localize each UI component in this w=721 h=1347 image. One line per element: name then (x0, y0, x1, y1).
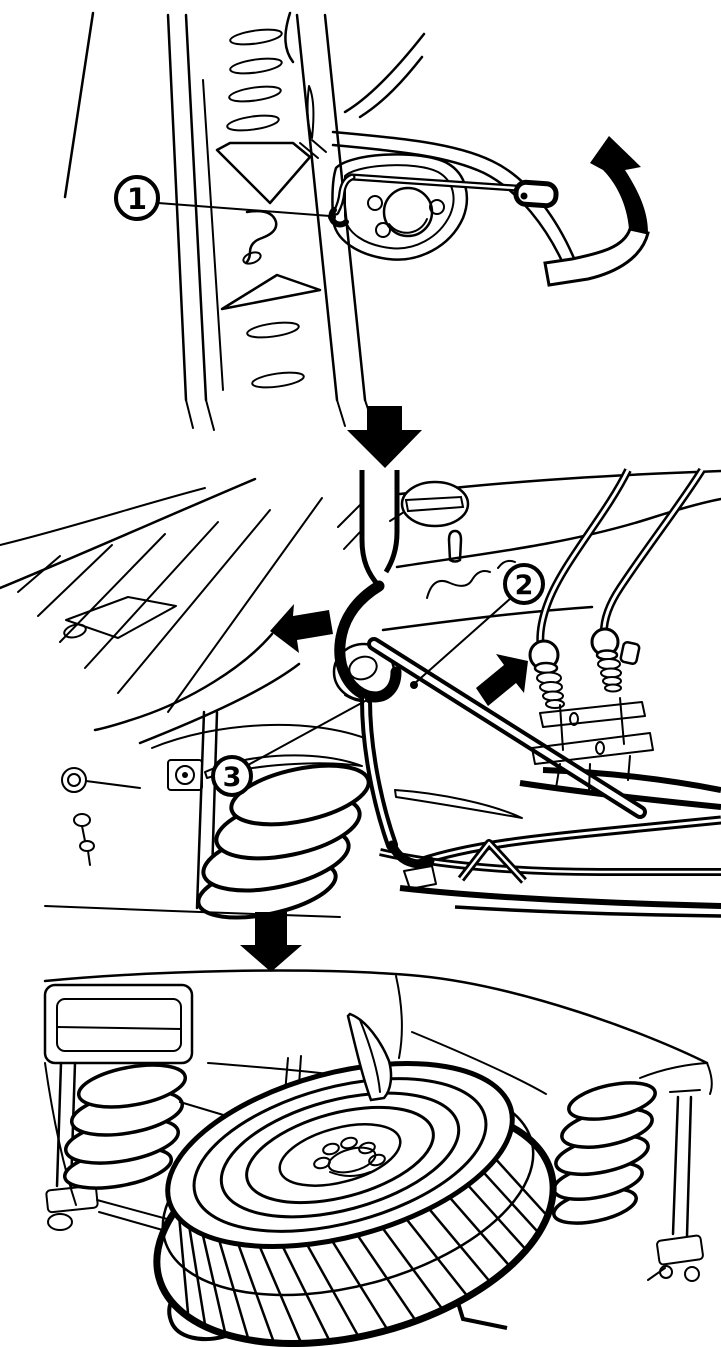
body-sill-rail (63, 11, 374, 431)
callout-2-target-dot (410, 681, 418, 689)
callout-3-circle (211, 755, 253, 797)
rotate-counterclockwise-arrow-icon (543, 136, 650, 287)
spare-carrier-rod (367, 637, 647, 819)
callout-2-circle (503, 563, 545, 605)
callout-1-target-dot (328, 213, 336, 221)
hatch-opening-curves (284, 11, 580, 272)
callout-2: 2 (410, 563, 545, 689)
step-2-panel: 2 3 (0, 467, 721, 920)
wheel-hub (313, 1136, 386, 1177)
callout-2-label: 2 (515, 570, 534, 601)
down-arrow-connector-1 (347, 406, 422, 468)
step-3-panel (43, 969, 713, 1347)
rear-bumper (43, 983, 194, 1065)
wrench-socket-end (328, 207, 349, 228)
wrench-handle-grip (513, 179, 559, 209)
winch-tube-and-hanger (332, 470, 470, 890)
cable-equalizer-bracket (531, 697, 654, 791)
left-coil-spring (62, 1063, 188, 1190)
callout-3-target-dot (365, 695, 373, 703)
floor-pan-hatching (0, 477, 361, 713)
hanger-hook (334, 580, 402, 703)
sill-stamping-triangle (220, 273, 322, 311)
rubber-stopper-pin (447, 529, 463, 563)
right-shock-absorber (647, 1089, 704, 1282)
parking-brake-cables (528, 467, 706, 709)
callout-2-leader (413, 597, 512, 685)
callout-3-label: 3 (223, 762, 242, 793)
wheel-face (165, 1061, 515, 1249)
down-arrow-connector-2 (240, 912, 302, 972)
wiring-clip (242, 209, 278, 265)
callout-1-circle (114, 175, 160, 221)
callout-1-label: 1 (127, 182, 147, 216)
right-coil-spring (552, 1081, 657, 1225)
motion-arrow-left-icon (270, 604, 333, 653)
callout-1-leader (157, 202, 331, 217)
spare-tire (153, 1061, 557, 1347)
rear-body-silhouette (43, 969, 713, 1206)
sill-stamping-diamond (215, 141, 312, 205)
latch-striker-plate (331, 153, 469, 261)
step-1-panel: 1 (63, 11, 650, 431)
callout-3: 3 (211, 695, 373, 797)
suspension-arm-bars (379, 767, 721, 918)
left-post-and-bolt (61, 710, 219, 910)
hanger-eye-hole (348, 655, 378, 681)
coil-spring (196, 763, 371, 920)
tire-tread-pattern (177, 1156, 547, 1341)
callout-1: 1 (114, 175, 336, 221)
lug-wrench (328, 173, 559, 228)
callout-3-leader (247, 699, 368, 766)
motion-arrow-up-right-icon (476, 654, 528, 706)
mud-flap (346, 1012, 393, 1102)
